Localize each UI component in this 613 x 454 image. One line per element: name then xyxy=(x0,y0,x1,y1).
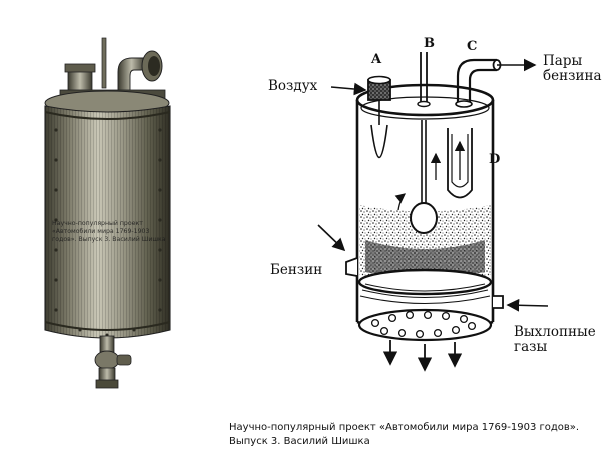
label-air: Воздух xyxy=(268,78,318,94)
gasoline-inlet xyxy=(345,257,358,277)
label-exhaust: Выхлопные газы xyxy=(514,324,596,355)
carburetor-engraving xyxy=(44,37,171,389)
grid-plate xyxy=(357,268,493,304)
part-a-air-inlet xyxy=(367,75,391,159)
caption-line-1: Научно-популярный проект «Автомобили мир… xyxy=(229,422,580,433)
bottom-valve xyxy=(94,335,132,389)
letter-c: C xyxy=(467,39,478,54)
part-b-tube xyxy=(410,52,438,234)
letter-b: B xyxy=(424,36,435,51)
part-d-chamber xyxy=(394,128,473,211)
letter-a: A xyxy=(371,52,382,67)
caption-line-2: Выпуск 3. Василий Шишка xyxy=(229,436,370,447)
letter-d: D xyxy=(489,152,501,167)
label-gasoline: Бензин xyxy=(270,262,323,278)
label-fuel-vapor: Пары бензина xyxy=(543,53,602,84)
caption: Научно-популярный проект «Автомобили мир… xyxy=(229,421,609,449)
perforated-plate xyxy=(357,308,493,342)
carburetor-schematic xyxy=(317,52,549,372)
exhaust-out-arrows xyxy=(382,340,463,372)
exhaust-inlet xyxy=(493,295,504,309)
watermark-text: Научно-популярный проект «Автомобили мир… xyxy=(52,220,166,243)
engraving-rivets xyxy=(54,128,162,337)
label-arrows xyxy=(317,58,549,312)
